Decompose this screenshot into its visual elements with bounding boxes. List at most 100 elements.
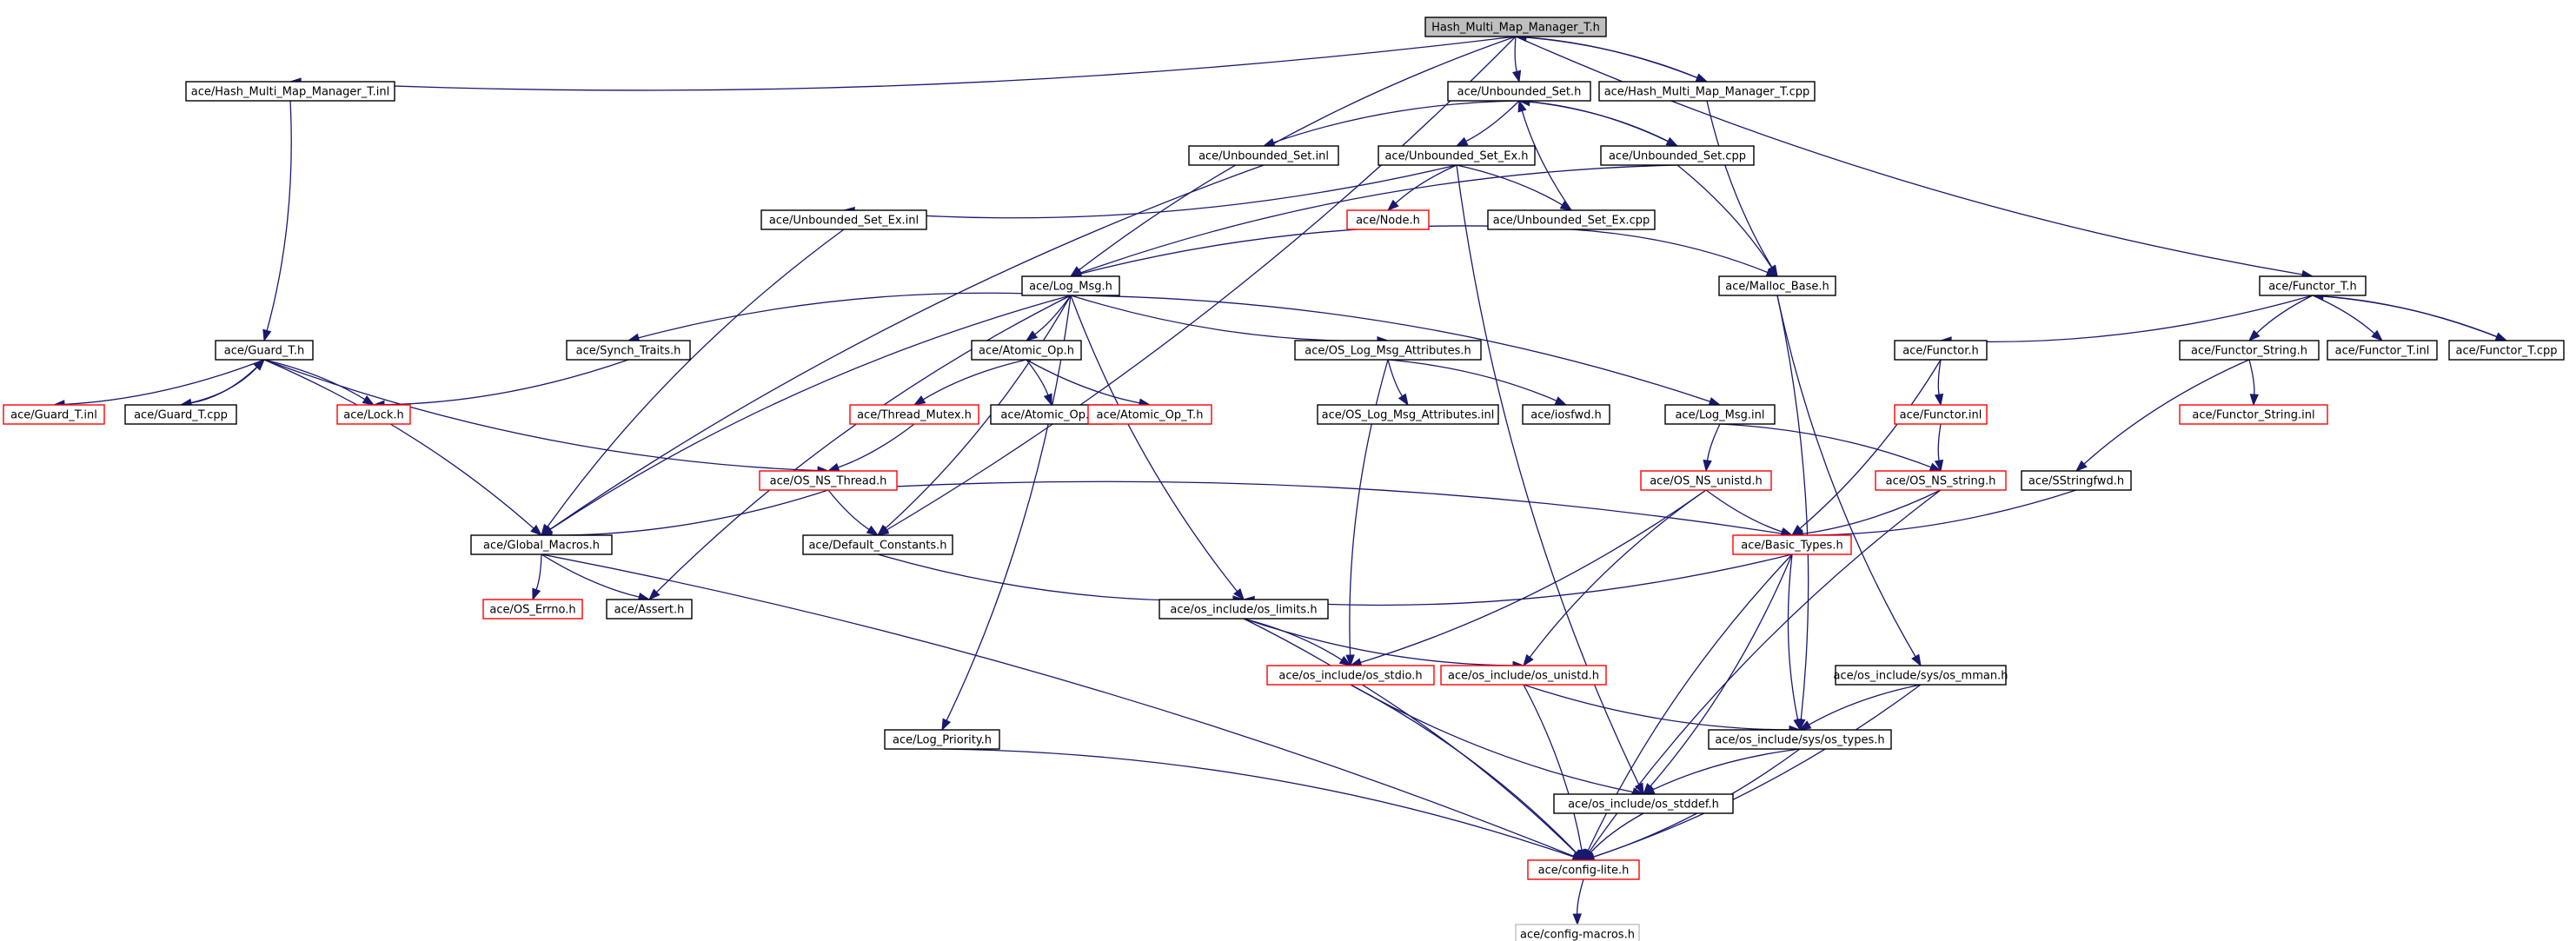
node-box[interactable] — [1835, 665, 2007, 686]
node-os-unistd-h[interactable]: ace/os_include/os_unistd.h — [1440, 665, 1607, 686]
node-box[interactable] — [1600, 145, 1755, 166]
node-box[interactable] — [1159, 599, 1329, 620]
node-box[interactable] — [1317, 404, 1499, 425]
node-box[interactable] — [606, 599, 693, 620]
node-box[interactable] — [1440, 665, 1607, 686]
node-box[interactable] — [1188, 145, 1339, 166]
node-hmmm-cpp[interactable]: ace/Hash_Multi_Map_Manager_T.cpp — [1598, 81, 1816, 102]
node-log-msg-h[interactable]: ace/Log_Msg.h — [1021, 275, 1120, 296]
node-box[interactable] — [971, 340, 1082, 361]
node-basic-types-h[interactable]: ace/Basic_Types.h — [1732, 534, 1852, 555]
node-unb-set-h[interactable]: ace/Unbounded_Set.h — [1447, 81, 1591, 102]
node-box[interactable] — [185, 81, 395, 102]
node-box[interactable] — [849, 404, 979, 425]
node-atomic-op-inl[interactable]: ace/Atomic_Op.inl — [990, 404, 1113, 425]
node-unb-set-ex-cpp[interactable]: ace/Unbounded_Set_Ex.cpp — [1487, 209, 1656, 230]
node-box[interactable] — [1346, 209, 1430, 230]
node-unb-set-inl[interactable]: ace/Unbounded_Set.inl — [1188, 145, 1339, 166]
node-config-lite-h[interactable]: ace/config-lite.h — [1527, 859, 1640, 880]
node-os-log-msg-attr-h[interactable]: ace/OS_Log_Msg_Attributes.h — [1294, 340, 1482, 361]
node-box[interactable] — [470, 534, 613, 555]
node-guard-t-h[interactable]: ace/Guard_T.h — [215, 340, 314, 361]
node-box[interactable] — [1294, 340, 1482, 361]
node-box[interactable] — [1424, 17, 1607, 37]
node-box[interactable] — [1598, 81, 1816, 102]
node-box[interactable] — [1894, 340, 1988, 361]
node-functor-h[interactable]: ace/Functor.h — [1894, 340, 1988, 361]
node-functor-string-inl[interactable]: ace/Functor_String.inl — [2179, 404, 2328, 425]
node-os-stdio-h[interactable]: ace/os_include/os_stdio.h — [1266, 665, 1435, 686]
node-box[interactable] — [884, 729, 1000, 750]
node-box[interactable] — [482, 599, 583, 620]
node-box[interactable] — [1266, 665, 1435, 686]
node-box[interactable] — [1718, 275, 1836, 296]
node-os-limits-h[interactable]: ace/os_include/os_limits.h — [1159, 599, 1329, 620]
node-box[interactable] — [1732, 534, 1852, 555]
node-os-log-msg-attr-inl[interactable]: ace/OS_Log_Msg_Attributes.inl — [1317, 404, 1499, 425]
node-unb-set-cpp[interactable]: ace/Unbounded_Set.cpp — [1600, 145, 1755, 166]
node-box[interactable] — [760, 209, 927, 230]
node-box[interactable] — [1487, 209, 1656, 230]
node-functor-t-inl[interactable]: ace/Functor_T.inl — [2327, 340, 2438, 361]
node-box[interactable] — [1447, 81, 1591, 102]
node-box[interactable] — [2179, 404, 2328, 425]
node-functor-t-cpp[interactable]: ace/Functor_T.cpp — [2448, 340, 2565, 361]
node-os-ns-thread-h[interactable]: ace/OS_NS_Thread.h — [759, 470, 898, 491]
node-sstringfwd-h[interactable]: ace/SStringfwd.h — [2021, 470, 2132, 491]
node-box[interactable] — [802, 534, 953, 555]
node-root[interactable]: Hash_Multi_Map_Manager_T.h — [1424, 17, 1607, 37]
node-guard-t-inl[interactable]: ace/Guard_T.inl — [3, 404, 105, 425]
node-box[interactable] — [2021, 470, 2132, 491]
node-box[interactable] — [759, 470, 898, 491]
node-box[interactable] — [1378, 145, 1536, 166]
node-os-stddef-h[interactable]: ace/os_include/os_stddef.h — [1553, 793, 1734, 814]
node-guard-t-cpp[interactable]: ace/Guard_T.cpp — [124, 404, 237, 425]
node-os-types-h[interactable]: ace/os_include/sys/os_types.h — [1708, 729, 1892, 750]
node-box[interactable] — [1021, 275, 1120, 296]
node-box[interactable] — [1087, 404, 1212, 425]
node-box[interactable] — [1640, 470, 1772, 491]
node-global-macros-h[interactable]: ace/Global_Macros.h — [470, 534, 613, 555]
node-box[interactable] — [1522, 404, 1610, 425]
node-unb-set-ex-inl[interactable]: ace/Unbounded_Set_Ex.inl — [760, 209, 927, 230]
node-functor-t-h[interactable]: ace/Functor_T.h — [2259, 275, 2367, 296]
node-box[interactable] — [566, 340, 691, 361]
node-atomic-op-t-h[interactable]: ace/Atomic_Op_T.h — [1087, 404, 1212, 425]
node-log-priority-h[interactable]: ace/Log_Priority.h — [884, 729, 1000, 750]
node-box[interactable] — [1875, 470, 2007, 491]
node-hmmm-inl[interactable]: ace/Hash_Multi_Map_Manager_T.inl — [185, 81, 395, 102]
node-box[interactable] — [1894, 404, 1988, 425]
node-config-macros-h[interactable]: ace/config-macros.h — [1515, 924, 1640, 941]
node-box[interactable] — [1664, 404, 1776, 425]
node-synch-traits-h[interactable]: ace/Synch_Traits.h — [566, 340, 691, 361]
node-malloc-base-h[interactable]: ace/Malloc_Base.h — [1718, 275, 1836, 296]
node-assert-h[interactable]: ace/Assert.h — [606, 599, 693, 620]
node-node-h[interactable]: ace/Node.h — [1346, 209, 1430, 230]
node-iosfwd-h[interactable]: ace/iosfwd.h — [1522, 404, 1610, 425]
node-box[interactable] — [1553, 793, 1734, 814]
node-default-constants-h[interactable]: ace/Default_Constants.h — [802, 534, 953, 555]
node-functor-inl[interactable]: ace/Functor.inl — [1894, 404, 1988, 425]
node-box[interactable] — [1527, 859, 1640, 880]
node-box[interactable] — [2259, 275, 2367, 296]
node-box[interactable] — [2448, 340, 2565, 361]
node-os-ns-unistd-h[interactable]: ace/OS_NS_unistd.h — [1640, 470, 1772, 491]
node-os-ns-string-h[interactable]: ace/OS_NS_string.h — [1875, 470, 2007, 491]
node-os-mman-h[interactable]: ace/os_include/sys/os_mman.h — [1834, 665, 2008, 686]
node-box[interactable] — [1708, 729, 1892, 750]
node-box[interactable] — [215, 340, 314, 361]
node-lock-h[interactable]: ace/Lock.h — [336, 404, 411, 425]
node-atomic-op-h[interactable]: ace/Atomic_Op.h — [971, 340, 1082, 361]
node-functor-string-h[interactable]: ace/Functor_String.h — [2179, 340, 2320, 361]
node-label: ace/Node.h — [1356, 215, 1420, 228]
node-box[interactable] — [1515, 924, 1640, 941]
node-box[interactable] — [2327, 340, 2438, 361]
node-thread-mutex-h[interactable]: ace/Thread_Mutex.h — [849, 404, 979, 425]
node-box[interactable] — [124, 404, 237, 425]
node-os-errno-h[interactable]: ace/OS_Errno.h — [482, 599, 583, 620]
node-box[interactable] — [336, 404, 411, 425]
node-unb-set-ex-h[interactable]: ace/Unbounded_Set_Ex.h — [1378, 145, 1536, 166]
node-log-msg-inl[interactable]: ace/Log_Msg.inl — [1664, 404, 1776, 425]
node-box[interactable] — [3, 404, 105, 425]
node-box[interactable] — [2179, 340, 2320, 361]
